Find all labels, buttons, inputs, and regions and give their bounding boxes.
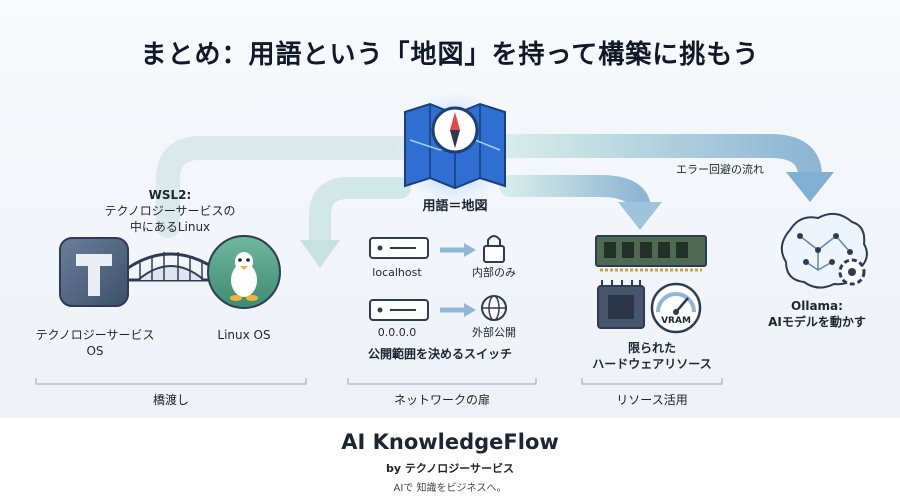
gear-icon: [838, 258, 866, 286]
any-address-label: 0.0.0.0: [377, 326, 417, 339]
vram-gauge-icon: [650, 282, 702, 334]
ollama-caption-2: AIモデルを動かす: [768, 315, 866, 330]
flow-arrow-to-resources: [499, 175, 662, 230]
technology-os-label-2: OS: [86, 344, 104, 359]
footer-by: by テクノロジーサービス: [386, 462, 514, 475]
technology-os-tile-icon: [59, 237, 129, 307]
wsl2-heading: WSL2: テクノロジーサービスの 中にあるLinux: [90, 187, 250, 236]
page-title: まとめ：用語という「地図」を持って構築に挑もう: [140, 40, 760, 70]
resources-caption-1: 限られた: [627, 341, 676, 355]
any-address-server-icon: [369, 299, 429, 321]
cpu-chip-icon: [597, 280, 645, 329]
error-avoidance-flow-label: エラー回避の流れ: [676, 163, 764, 176]
footer: AI KnowledgeFlow by テクノロジーサービス AIで 知識をビジ…: [0, 418, 900, 502]
vram-label: VRAM: [661, 316, 691, 326]
external-public-label: 外部公開: [472, 326, 516, 339]
wsl2-subheading-1: テクノロジーサービスの: [104, 204, 236, 219]
technology-os-label: テクノロジーサービス OS: [20, 327, 170, 359]
section-label-resources: リソース活用: [616, 393, 688, 407]
resources-caption: 限られた ハードウェアリソース: [572, 340, 732, 372]
wsl2-heading-text: WSL2:: [148, 188, 192, 202]
section-bracket-network: [347, 378, 537, 385]
arrow-to-internal: [440, 243, 476, 257]
flow-arrow-to-bridge: [156, 136, 412, 238]
lock-icon: [483, 235, 505, 263]
localhost-server-icon: [369, 237, 429, 259]
arrow-to-external: [440, 303, 476, 317]
flow-arrow-to-network: [300, 177, 411, 268]
map-compass-icon: [393, 86, 517, 210]
memory-module-icon: [595, 235, 707, 272]
footer-tagline: AIで 知識をビジネスへ。: [393, 483, 507, 494]
linux-os-label: Linux OS: [217, 328, 271, 342]
localhost-label: localhost: [372, 266, 422, 279]
section-bracket-bridge: [35, 378, 307, 385]
footer-brand: AI KnowledgeFlow: [341, 430, 559, 454]
ollama-caption-1: Ollama:: [791, 299, 843, 313]
technology-os-label-1: テクノロジーサービス: [35, 328, 155, 342]
wsl2-subheading-2: 中にあるLinux: [129, 220, 211, 235]
network-caption: 公開範囲を決めるスイッチ: [367, 347, 512, 361]
linux-tux-icon: [207, 235, 281, 309]
globe-icon: [481, 295, 507, 321]
section-label-network: ネットワークの扉: [393, 393, 490, 407]
bridge-icon: [127, 252, 215, 282]
map-label: 用語＝地図: [422, 199, 488, 214]
flow-arrow-to-ollama: [498, 134, 834, 202]
section-label-bridge: 橋渡し: [152, 393, 189, 407]
flow-diagram: [35, 86, 868, 385]
section-bracket-resources: [581, 378, 723, 385]
internal-only-label: 内部のみ: [472, 266, 516, 279]
ollama-caption: Ollama: AIモデルを動かす: [752, 298, 882, 330]
resources-caption-2: ハードウェアリソース: [592, 357, 712, 372]
